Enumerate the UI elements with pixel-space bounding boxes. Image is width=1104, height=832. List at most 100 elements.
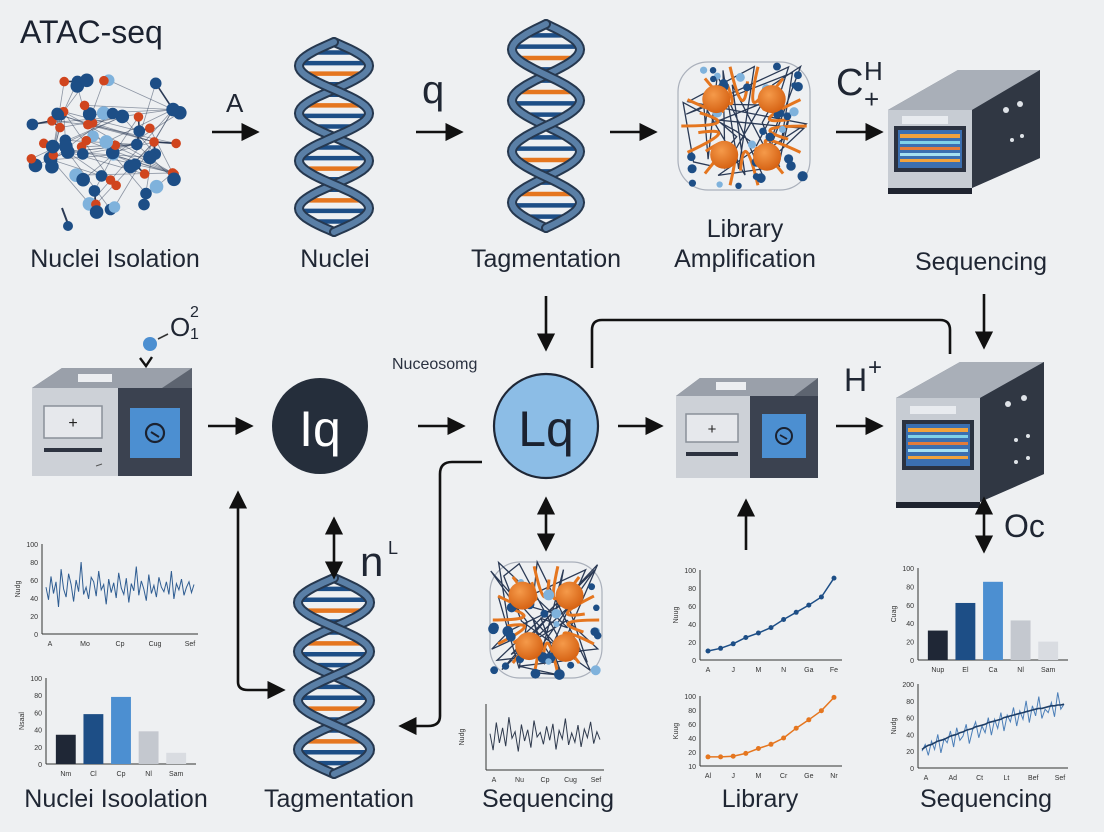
atom — [45, 139, 60, 154]
helix-strand-inner — [295, 39, 373, 235]
atom — [149, 179, 164, 194]
x-tick-label: Nl — [1017, 667, 1024, 674]
data-point — [718, 754, 724, 760]
sphere-link — [157, 333, 169, 340]
atom — [143, 150, 157, 165]
sample-device-icon-mid: + — [676, 378, 818, 478]
atom — [59, 139, 73, 154]
label-nuclei-isolation-top: Nuclei Isolation — [30, 245, 200, 273]
atom — [59, 76, 70, 87]
small-arrow-icon — [139, 356, 153, 369]
data-point — [730, 641, 736, 647]
y-tick-label: 80 — [906, 699, 914, 706]
atom — [149, 77, 162, 90]
atom — [88, 185, 101, 197]
atom — [108, 201, 121, 213]
atom — [79, 73, 94, 88]
chromatin-bead — [747, 140, 757, 149]
y-tick-label: 80 — [30, 560, 38, 567]
y-tick-label: 100 — [30, 676, 42, 683]
x-tick-label: Nr — [830, 773, 838, 780]
bar — [1010, 620, 1031, 660]
atom — [55, 122, 65, 133]
x-tick-label: A — [48, 641, 53, 648]
y-tick-label: 0 — [692, 658, 696, 665]
y-tick-label: 80 — [34, 693, 42, 700]
x-tick-label: Nm — [60, 771, 71, 778]
bond — [112, 112, 181, 156]
x-tick-label: Ad — [949, 775, 958, 782]
svg-text:+: + — [708, 421, 717, 438]
bar — [55, 734, 76, 764]
dna-helix-icon-bottom — [292, 573, 376, 779]
chromatin-bead — [709, 67, 717, 74]
signal-trace — [921, 703, 1065, 751]
atom — [171, 138, 181, 149]
y-tick-label: 20 — [688, 640, 696, 647]
atom — [83, 119, 93, 130]
chromatin-bead — [794, 71, 802, 80]
y-tick-label: 80 — [688, 586, 696, 593]
oxygen-sphere-icon — [143, 337, 157, 351]
chromatin-bead — [590, 665, 601, 676]
x-tick-label: Cp — [117, 771, 126, 778]
bond — [51, 159, 102, 177]
bond — [89, 109, 174, 205]
chromatin-bead — [490, 666, 499, 675]
atom — [140, 187, 152, 200]
y-axis-label: Nudg — [891, 718, 898, 735]
data-point — [806, 602, 812, 608]
ch-base: C — [836, 62, 864, 104]
atom — [115, 109, 130, 124]
node-circle-dark — [272, 378, 368, 474]
node-circle-light — [492, 372, 600, 480]
y-tick-label: 20 — [30, 614, 38, 621]
label-amplification: Amplification — [674, 245, 816, 273]
h-sup: + — [868, 354, 883, 381]
chromatin-bead — [553, 621, 560, 628]
bar — [166, 752, 187, 764]
chromatin-bead — [687, 164, 697, 174]
atom — [166, 102, 180, 117]
atom — [99, 135, 114, 149]
diagram-title: ATAC-seq — [20, 14, 163, 50]
bond — [122, 109, 174, 117]
chromatin-bead — [502, 626, 514, 637]
label-library-bottom: Library — [721, 785, 799, 813]
chromatin-bead — [784, 154, 794, 164]
chromatin-bead — [752, 173, 760, 181]
signal-trace — [489, 717, 601, 752]
dna-helix-icon-nuclei — [293, 37, 375, 237]
label-library: Library — [706, 215, 784, 243]
chromatin-bead — [554, 669, 565, 680]
label-library-amplification: Library Amplification — [650, 214, 840, 274]
y-axis-label: Kuug — [673, 723, 680, 739]
y-axis-label: Nsaal — [19, 712, 26, 730]
x-tick-label: Sam — [169, 771, 184, 778]
bar — [1038, 641, 1059, 660]
nucleosome-ball — [710, 140, 739, 169]
y-tick-label: 80 — [906, 584, 914, 591]
signal-trace — [45, 561, 195, 608]
x-tick-label: Nup — [931, 667, 944, 674]
label-sequencing-bottom-mid: Sequencing — [481, 785, 615, 813]
chromatin-bead — [540, 609, 549, 618]
chromatin-bead — [567, 661, 575, 669]
data-point — [755, 746, 761, 751]
x-tick-label: Cp — [541, 777, 550, 784]
atom — [139, 169, 150, 179]
bond — [136, 144, 175, 180]
x-tick-label: Cl — [90, 771, 97, 778]
line-series — [707, 577, 835, 652]
x-tick-label: J — [731, 667, 735, 674]
data-point — [705, 754, 711, 760]
n-sup: L — [388, 538, 399, 558]
y-tick-label: 0 — [910, 766, 914, 773]
y-tick-label: 40 — [34, 728, 42, 735]
atom — [96, 106, 111, 120]
